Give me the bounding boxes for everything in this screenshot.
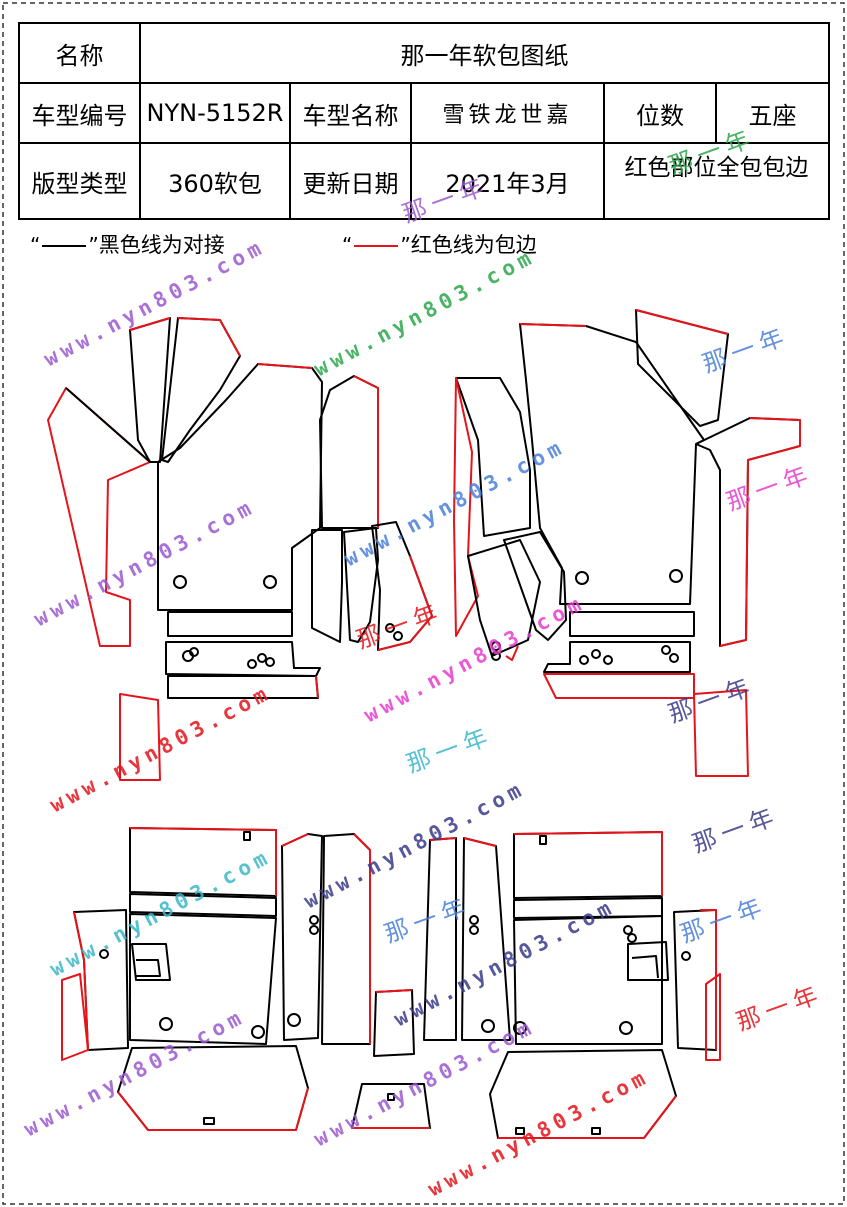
legend-red-open-quote: “ bbox=[342, 233, 353, 257]
bottom-right-pattern-group bbox=[423, 831, 721, 1139]
legend-black-text: 黑色线为对接 bbox=[98, 233, 225, 257]
top-right-pattern-group bbox=[453, 309, 801, 777]
seats-label: 位数 bbox=[603, 82, 717, 144]
red-line-icon bbox=[354, 245, 399, 247]
name-value: 那一年软包图纸 bbox=[139, 22, 830, 84]
type-label: 版型类型 bbox=[18, 142, 141, 220]
model-code-value: NYN-5152R bbox=[139, 82, 291, 144]
black-line-icon bbox=[42, 245, 87, 247]
legend-red-close-quote: ” bbox=[400, 233, 411, 257]
model-name-label: 车型名称 bbox=[289, 82, 412, 144]
bottom-left-pattern-group bbox=[61, 827, 431, 1131]
seats-value: 五座 bbox=[715, 82, 830, 144]
info-table: 名称 那一年软包图纸 车型编号 NYN-5152R 车型名称 雪铁龙世嘉 位数 … bbox=[18, 22, 830, 220]
legend-red-text: 红色线为包边 bbox=[410, 233, 537, 257]
legend-black-close-quote: ” bbox=[88, 233, 99, 257]
top-left-pattern-group bbox=[47, 317, 433, 781]
name-label: 名称 bbox=[18, 22, 141, 84]
legend-black-open-quote: “ bbox=[30, 233, 41, 257]
legend-red: “ ”红色线为包边 bbox=[342, 230, 537, 260]
red-trim-note: 红色部位全包包边 bbox=[603, 142, 830, 220]
model-name-value: 雪铁龙世嘉 bbox=[410, 82, 605, 144]
model-code-label: 车型编号 bbox=[18, 82, 141, 144]
date-value: 2021年3月 bbox=[410, 142, 605, 220]
type-value: 360软包 bbox=[139, 142, 291, 220]
legend-black: “ ”黑色线为对接 bbox=[30, 230, 225, 260]
date-label: 更新日期 bbox=[289, 142, 412, 220]
